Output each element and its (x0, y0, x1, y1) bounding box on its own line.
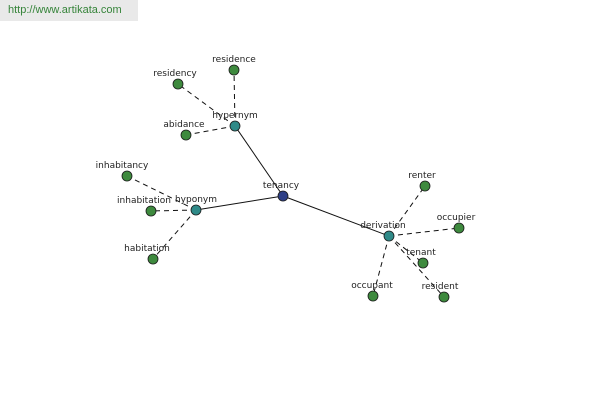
edge-derivation-resident (388, 235, 445, 298)
graph-edges (126, 69, 460, 298)
node-derivation[interactable] (383, 230, 395, 242)
edge-hypernym-residence (233, 69, 236, 127)
edge-tenancy-derivation (282, 195, 390, 237)
edge-tenancy-hyponym (195, 195, 284, 211)
watermark-url: http://www.artikata.com (0, 0, 138, 21)
edge-tenancy-hypernym (234, 125, 284, 197)
node-habitation[interactable] (147, 253, 159, 265)
label-renter: renter (408, 171, 436, 181)
node-inhabitancy[interactable] (121, 170, 133, 182)
edge-derivation-occupier (388, 227, 460, 237)
node-occupant[interactable] (367, 290, 379, 302)
label-residency: residency (153, 69, 197, 79)
edge-derivation-occupant (372, 235, 390, 297)
edge-derivation-tenant (388, 235, 424, 264)
label-hyponym: hyponym (175, 195, 217, 205)
graph-nodes (121, 64, 465, 303)
node-tenancy[interactable] (277, 190, 289, 202)
label-occupier: occupier (437, 213, 476, 223)
node-occupier[interactable] (453, 222, 465, 234)
edge-hyponym-inhabitancy (126, 175, 197, 211)
label-hypernym: hypernym (212, 111, 258, 121)
node-residence[interactable] (228, 64, 240, 76)
label-tenancy: tenancy (263, 181, 300, 191)
edge-hyponym-habitation (152, 209, 197, 260)
graph-labels: tenancy hypernym residence residency abidanc… (96, 55, 476, 292)
label-abidance: abidance (163, 120, 205, 130)
label-habitation: habitation (124, 244, 170, 254)
label-derivation: derivation (360, 221, 406, 231)
node-residency[interactable] (172, 78, 184, 90)
node-hyponym[interactable] (190, 204, 202, 216)
node-inhabitation[interactable] (145, 205, 157, 217)
edge-hyponym-inhabitation (150, 209, 197, 212)
edge-hypernym-residency (177, 83, 236, 127)
label-inhabitancy: inhabitancy (96, 161, 149, 171)
node-resident[interactable] (438, 291, 450, 303)
label-inhabitation: inhabitation (117, 196, 171, 206)
label-tenant: tenant (406, 248, 436, 258)
label-residence: residence (212, 55, 256, 65)
node-abidance[interactable] (180, 129, 192, 141)
label-resident: resident (422, 282, 459, 292)
node-tenant[interactable] (417, 257, 429, 269)
node-renter[interactable] (419, 180, 431, 192)
node-hypernym[interactable] (229, 120, 241, 132)
label-occupant: occupant (351, 281, 393, 291)
edge-derivation-renter (388, 185, 426, 237)
